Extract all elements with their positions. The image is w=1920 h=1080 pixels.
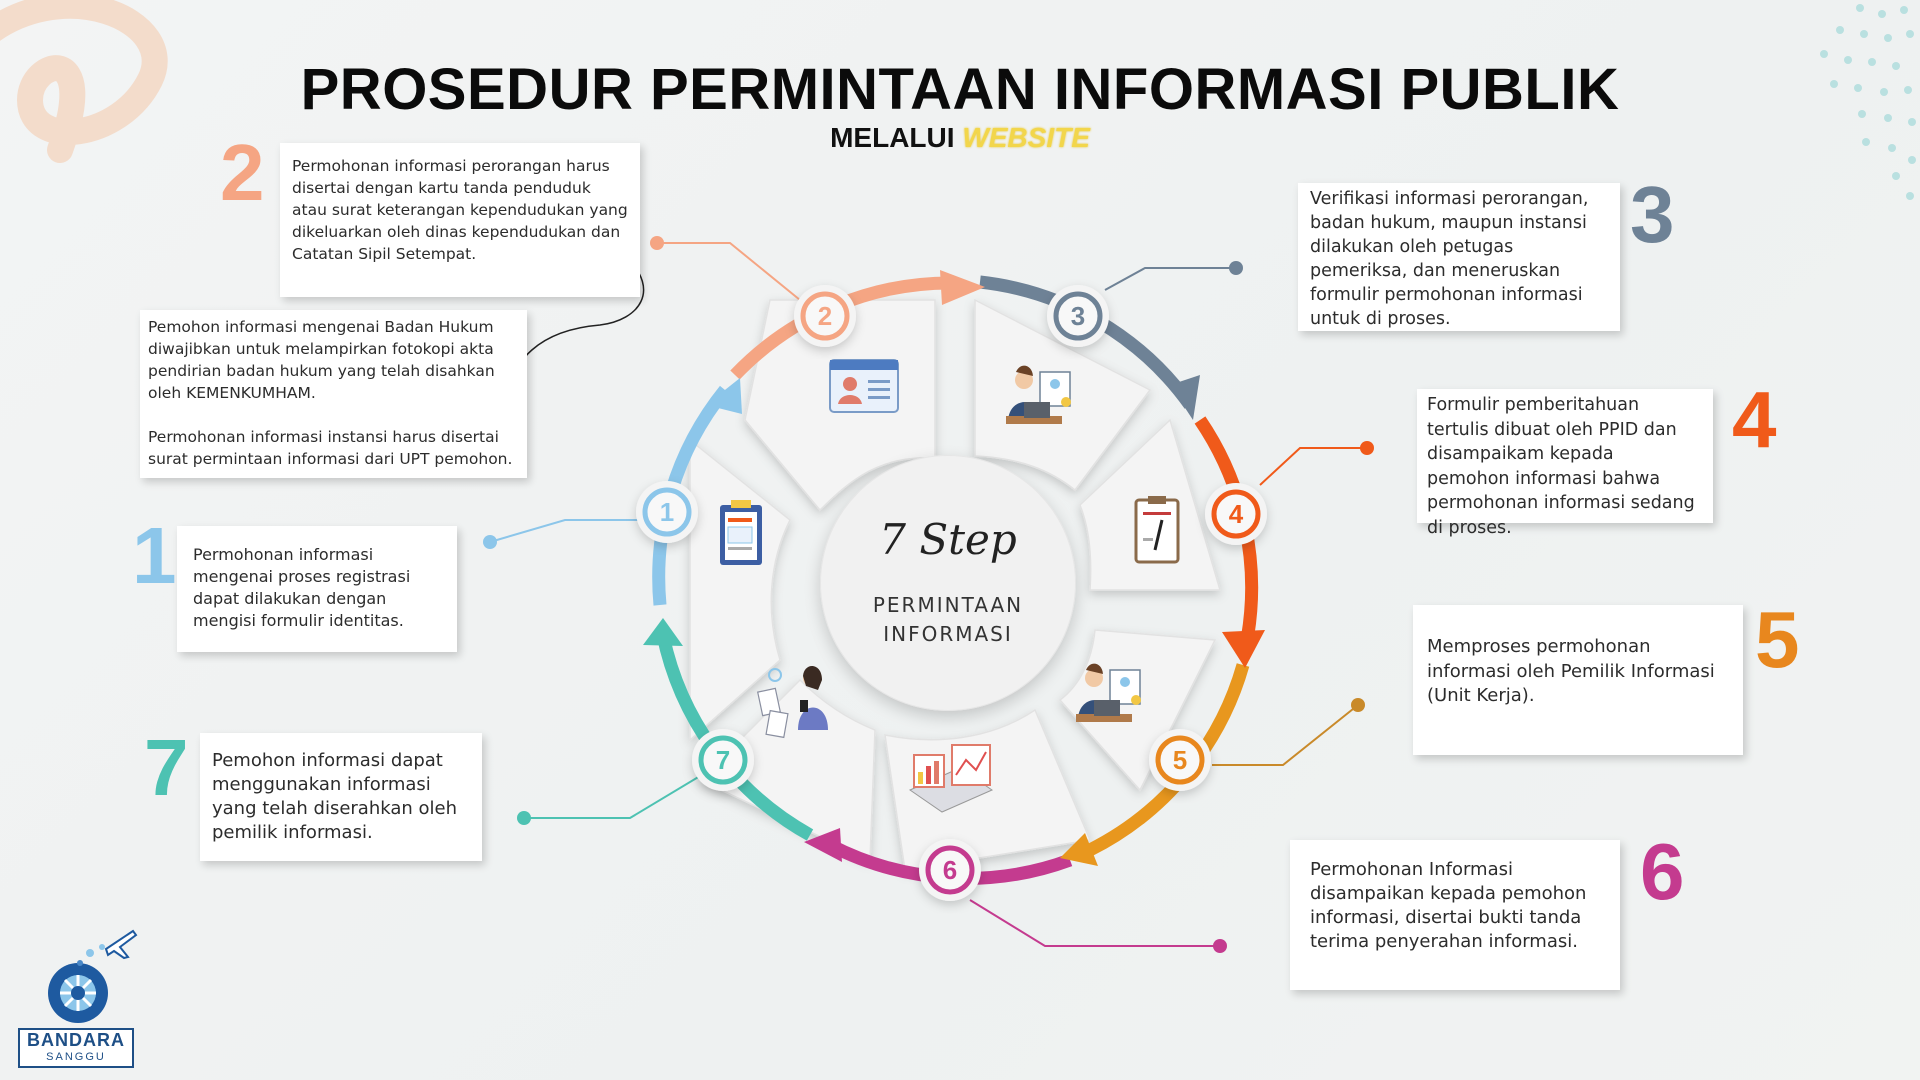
officer-laptop-icon bbox=[1006, 365, 1071, 424]
step-number-1: 1 bbox=[132, 511, 177, 600]
step-number-3: 3 bbox=[1630, 170, 1675, 259]
connector-5 bbox=[1212, 704, 1359, 766]
id-card-icon bbox=[829, 359, 899, 413]
connector-3 bbox=[1104, 267, 1235, 291]
logo-name: BANDARA bbox=[27, 1030, 125, 1050]
connector-dot-7 bbox=[517, 811, 531, 825]
connector-dot-4 bbox=[1360, 441, 1374, 455]
step-circle-6: 6 bbox=[919, 839, 981, 901]
step-circle-2: 2 bbox=[794, 285, 856, 347]
center-label: PERMINTAAN INFORMASI bbox=[820, 591, 1076, 649]
bandara-logo: BANDARA SANGGU bbox=[18, 1028, 134, 1068]
dashboard-chart-icon bbox=[908, 744, 994, 813]
note-card-legal: Pemohon informasi mengenai Badan Hukum d… bbox=[140, 310, 527, 478]
connector-2 bbox=[657, 242, 801, 301]
bandara-logo-icon bbox=[48, 929, 138, 1023]
step-circle-label-5: 5 bbox=[1173, 745, 1187, 775]
arrow-head-6 bbox=[804, 828, 842, 862]
clipboard-id-icon bbox=[720, 500, 762, 565]
arrow-head-7 bbox=[643, 618, 683, 646]
note-text-para1: Pemohon informasi mengenai Badan Hukum d… bbox=[148, 318, 495, 402]
page-subtitle: MELALUI WEBSITE bbox=[0, 122, 1920, 154]
step-circle-7: 7 bbox=[692, 729, 754, 791]
step-card-4: Formulir pemberitahuan tertulis dibuat o… bbox=[1417, 389, 1713, 538]
subtitle-prefix: MELALUI bbox=[830, 122, 955, 153]
step-card-7: Pemohon informasi dapat menggunakan info… bbox=[200, 733, 482, 861]
step-text-7: Pemohon informasi dapat menggunakan info… bbox=[212, 750, 458, 843]
petal-7 bbox=[698, 678, 876, 862]
center-disc: 7 Step PERMINTAAN INFORMASI bbox=[820, 455, 1076, 711]
woman-documents-icon bbox=[756, 665, 828, 739]
step-circle-label-4: 4 bbox=[1229, 499, 1244, 529]
step-circle-4: 4 bbox=[1205, 483, 1267, 545]
step-card-3: Verifikasi informasi perorangan, badan h… bbox=[1298, 183, 1620, 331]
step-card-6: Permohonan Informasi disampaikan kepada … bbox=[1290, 840, 1620, 990]
petal-icons bbox=[720, 359, 1180, 813]
connector-1 bbox=[489, 519, 640, 543]
step-number-7: 7 bbox=[144, 723, 189, 812]
step-text-3: Verifikasi informasi perorangan, badan h… bbox=[1310, 189, 1589, 329]
step-card-2: Permohonan informasi perorangan harus di… bbox=[280, 143, 640, 297]
center-label-line2: INFORMASI bbox=[883, 622, 1013, 646]
step-number-6: 6 bbox=[1640, 827, 1685, 916]
connector-6 bbox=[969, 899, 1220, 947]
connector-dot-2 bbox=[650, 236, 664, 250]
step-circle-label-7: 7 bbox=[716, 745, 730, 775]
step-card-1: Permohonan informasi mengenai proses reg… bbox=[177, 526, 457, 652]
step-circle-label-1: 1 bbox=[660, 497, 674, 527]
page-title: PROSEDUR PERMINTAAN INFORMASI PUBLIK bbox=[300, 57, 1620, 122]
connector-7 bbox=[524, 769, 711, 819]
decorative-dots bbox=[1820, 4, 1916, 200]
subtitle-highlight: WEBSITE bbox=[962, 122, 1090, 153]
arrow-head-1 bbox=[706, 378, 742, 414]
step-text-2: Permohonan informasi perorangan harus di… bbox=[292, 157, 628, 263]
step-number-4: 4 bbox=[1732, 375, 1777, 464]
arrow-head-3 bbox=[1170, 375, 1200, 420]
step-circle-label-6: 6 bbox=[943, 855, 957, 885]
step-text-6: Permohonan Informasi disampaikan kepada … bbox=[1310, 859, 1587, 952]
connector-dot-6 bbox=[1213, 939, 1227, 953]
arrow-head-2 bbox=[940, 270, 985, 305]
note-text-para2: Permohonan informasi instansi harus dise… bbox=[148, 428, 513, 468]
arrow-head-4 bbox=[1222, 630, 1265, 668]
step-circle-3: 3 bbox=[1047, 285, 1109, 347]
center-label-line1: PERMINTAAN bbox=[872, 593, 1024, 617]
step-circle-label-2: 2 bbox=[818, 301, 832, 331]
logo-sub: SANGGU bbox=[46, 1051, 106, 1063]
officer-laptop-icon-2 bbox=[1076, 663, 1141, 722]
center-step-text: 7 Step bbox=[879, 515, 1017, 564]
step-card-5: Memproses permohonan informasi oleh Pemi… bbox=[1413, 605, 1743, 755]
petal-1 bbox=[689, 438, 791, 742]
connector-dot-5 bbox=[1351, 698, 1365, 712]
step-circle-1: 1 bbox=[636, 481, 698, 543]
connector-dot-3 bbox=[1229, 261, 1243, 275]
clipboard-form-icon bbox=[1134, 496, 1180, 564]
step-text-1: Permohonan informasi mengenai proses reg… bbox=[193, 545, 411, 630]
step-text-4: Formulir pemberitahuan tertulis dibuat o… bbox=[1427, 395, 1695, 538]
decorative-corner-loop bbox=[0, 0, 168, 163]
step-number-5: 5 bbox=[1755, 595, 1800, 684]
step-number-2: 2 bbox=[220, 128, 265, 217]
arrow-head-5 bbox=[1060, 833, 1098, 866]
step-circle-label-3: 3 bbox=[1071, 301, 1085, 331]
connector-4 bbox=[1259, 447, 1366, 486]
step-circle-5: 5 bbox=[1149, 729, 1211, 791]
connector-dot-1 bbox=[483, 535, 497, 549]
step-text-5: Memproses permohonan informasi oleh Pemi… bbox=[1427, 636, 1715, 706]
